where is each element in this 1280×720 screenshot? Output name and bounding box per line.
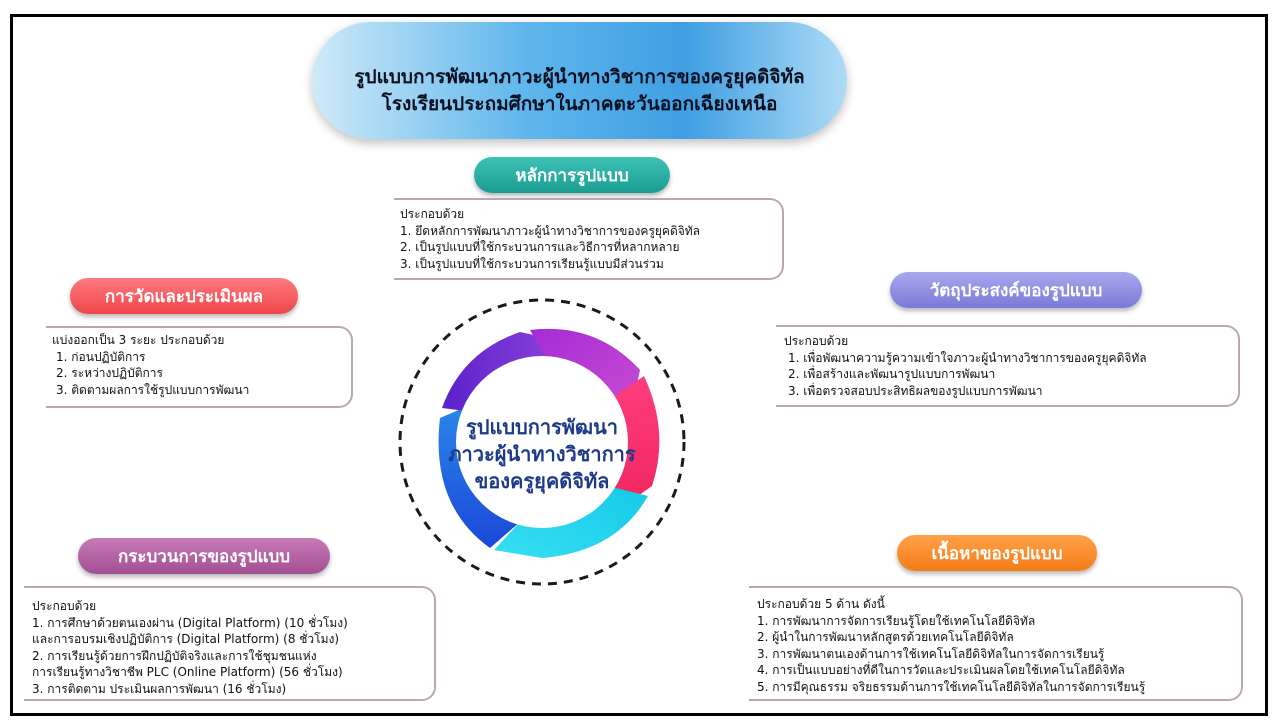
objectives-line: 3. เพื่อตรวจสอบประสิทธิผลของรูปแบบการพัฒ… bbox=[788, 383, 1043, 398]
process-line: การเรียนรู้ทางวิชาชีพ PLC (Online Platfo… bbox=[32, 665, 343, 679]
center-line-1: รูปแบบการพัฒนา bbox=[466, 415, 618, 439]
principles-line: 1. ยึดหลักการพัฒนาภาวะผู้นำทางวิชาการของ… bbox=[400, 223, 701, 238]
principles-label: หลักการรูปแบบ bbox=[474, 157, 670, 193]
objectives-line: 1. เพื่อพัฒนาความรู้ความเข้าใจภาวะผู้นำท… bbox=[788, 350, 1147, 365]
evaluation-line: 2. ระหว่างปฏิบัติการ bbox=[56, 366, 163, 380]
process-line: 2. การเรียนรู้ด้วยการฝึกปฏิบัติจริงและกา… bbox=[32, 648, 317, 663]
title-banner: รูปแบบการพัฒนาภาวะผู้นำทางวิชาการของครูย… bbox=[312, 22, 847, 139]
process-line: 3. การติดตาม ประเมินผลการพัฒนา (16 ชั่วโ… bbox=[32, 681, 287, 696]
evaluation-line: 1. ก่อนปฏิบัติการ bbox=[56, 349, 146, 364]
dashed-ring bbox=[398, 298, 686, 586]
center-line-3: ของครูยุคดิจิทัล bbox=[474, 469, 610, 493]
process-line: 1. การศึกษาด้วยตนเองผ่าน (Digital Platfo… bbox=[32, 615, 348, 630]
title-line-1: รูปแบบการพัฒนาภาวะผู้นำทางวิชาการของครูย… bbox=[354, 66, 805, 88]
principles-line: 3. เป็นรูปแบบที่ใช้กระบวนการเรียนรู้แบบม… bbox=[400, 256, 664, 271]
content-line: ประกอบด้วย 5 ด้าน ดังนี้ bbox=[757, 597, 885, 611]
content-block: ประกอบด้วย 5 ด้าน ดังนี้ 1. การพัฒนาการจ… bbox=[749, 586, 1243, 701]
center-line-2: ภาวะผู้นำทางวิชาการ bbox=[448, 442, 636, 466]
center-disc bbox=[456, 356, 628, 528]
objectives-block: ประกอบด้วย 1. เพื่อพัฒนาความรู้ความเข้าใ… bbox=[776, 325, 1240, 407]
content-line: 3. การพัฒนาตนเองด้านการใช้เทคโนโลยีดิจิท… bbox=[757, 646, 1105, 661]
process-line: ประกอบด้วย bbox=[32, 599, 97, 613]
content-line: 5. การมีคุณธรรม จริยธรรมด้านการใช้เทคโนโ… bbox=[757, 679, 1146, 694]
content-line: 2. ผู้นำในการพัฒนาหลักสูตรด้วยเทคโนโลยีด… bbox=[757, 630, 1014, 644]
principles-bracket bbox=[394, 198, 784, 280]
principles-line: 2. เป็นรูปแบบที่ใช้กระบวนการและวิธีการที… bbox=[400, 240, 680, 254]
principles-block: ประกอบด้วย 1. ยึดหลักการพัฒนาภาวะผู้นำทา… bbox=[394, 198, 784, 280]
objectives-line: ประกอบด้วย bbox=[784, 334, 849, 348]
principles-line: ประกอบด้วย bbox=[400, 207, 465, 221]
process-block: ประกอบด้วย 1. การศึกษาด้วยตนเองผ่าน (Dig… bbox=[24, 586, 436, 701]
title-line-2: โรงเรียนประถมศึกษาในภาคตะวันออกเฉียงเหนื… bbox=[381, 93, 778, 115]
content-line: 1. การพัฒนาการจัดการเรียนรู้โดยใช้เทคโนโ… bbox=[757, 613, 1036, 628]
content-label: เนื้อหาของรูปแบบ bbox=[897, 535, 1097, 571]
evaluation-block: แบ่งออกเป็น 3 ระยะ ประกอบด้วย 1. ก่อนปฏิ… bbox=[46, 326, 353, 408]
process-line: และการอบรมเชิงปฏิบัติการ (Digital Platfo… bbox=[32, 632, 340, 646]
content-line: 4. การเป็นแบบอย่างที่ดีในการวัดและประเมิ… bbox=[757, 663, 1125, 677]
evaluation-line: 3. ติดตามผลการใช้รูปแบบการพัฒนา bbox=[56, 382, 250, 397]
evaluation-label: การวัดและประเมินผล bbox=[70, 278, 298, 314]
content-bracket bbox=[749, 586, 1243, 701]
objectives-line: 2. เพื่อสร้างและพัฒนารูปแบบการพัฒนา bbox=[788, 367, 996, 381]
process-bracket bbox=[24, 586, 436, 701]
cycle-graphic bbox=[398, 298, 686, 586]
evaluation-line: แบ่งออกเป็น 3 ระยะ ประกอบด้วย bbox=[52, 333, 225, 347]
objectives-bracket bbox=[776, 325, 1240, 407]
process-label: กระบวนการของรูปแบบ bbox=[78, 538, 330, 574]
objectives-label: วัตถุประสงค์ของรูปแบบ bbox=[890, 272, 1142, 308]
evaluation-bracket bbox=[46, 326, 353, 408]
center-title: รูปแบบการพัฒนา ภาวะผู้นำทางวิชาการ ของคร… bbox=[430, 414, 654, 495]
